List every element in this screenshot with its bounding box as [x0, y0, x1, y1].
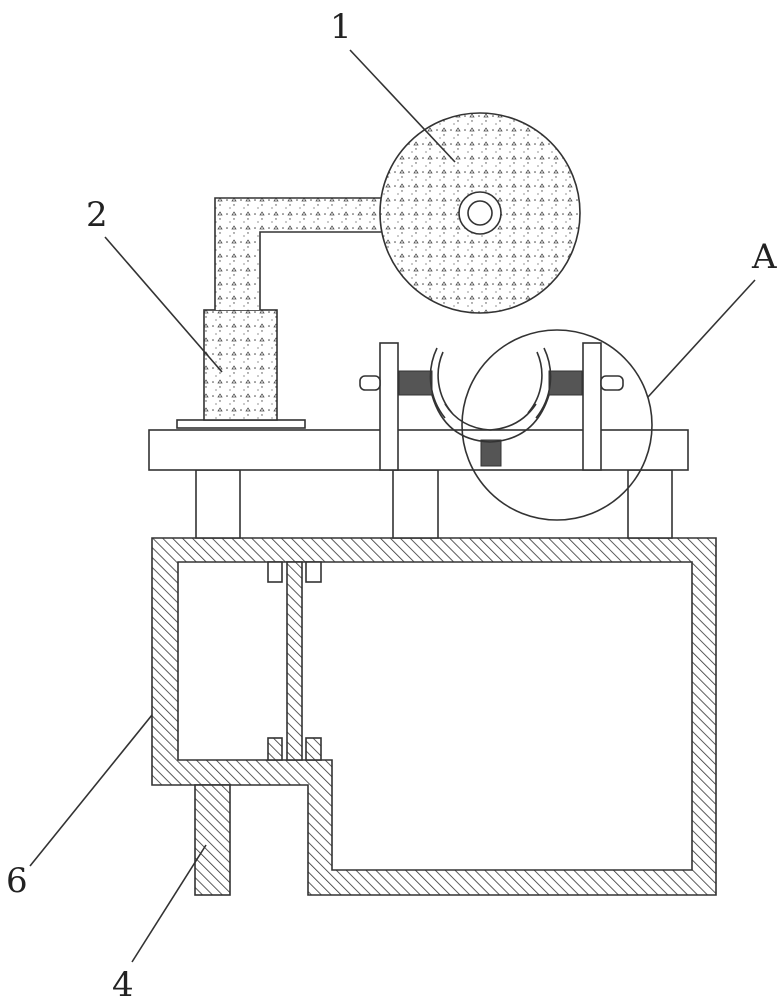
label-1: 1 — [330, 7, 352, 47]
detail-circle-a — [462, 330, 652, 520]
spring-icon — [481, 440, 501, 466]
leg — [195, 785, 230, 895]
support-leg — [196, 470, 240, 538]
label-4: 4 — [112, 965, 134, 1003]
support-leg — [393, 470, 438, 538]
housing — [152, 538, 716, 895]
spring-icon — [549, 371, 582, 395]
label-a: A — [751, 237, 777, 277]
top-plate — [149, 430, 688, 470]
label-6: 6 — [6, 861, 28, 901]
column-base — [177, 420, 305, 428]
spring-icon — [399, 371, 432, 395]
label-2: 2 — [86, 195, 108, 235]
divider-rod — [287, 562, 302, 760]
